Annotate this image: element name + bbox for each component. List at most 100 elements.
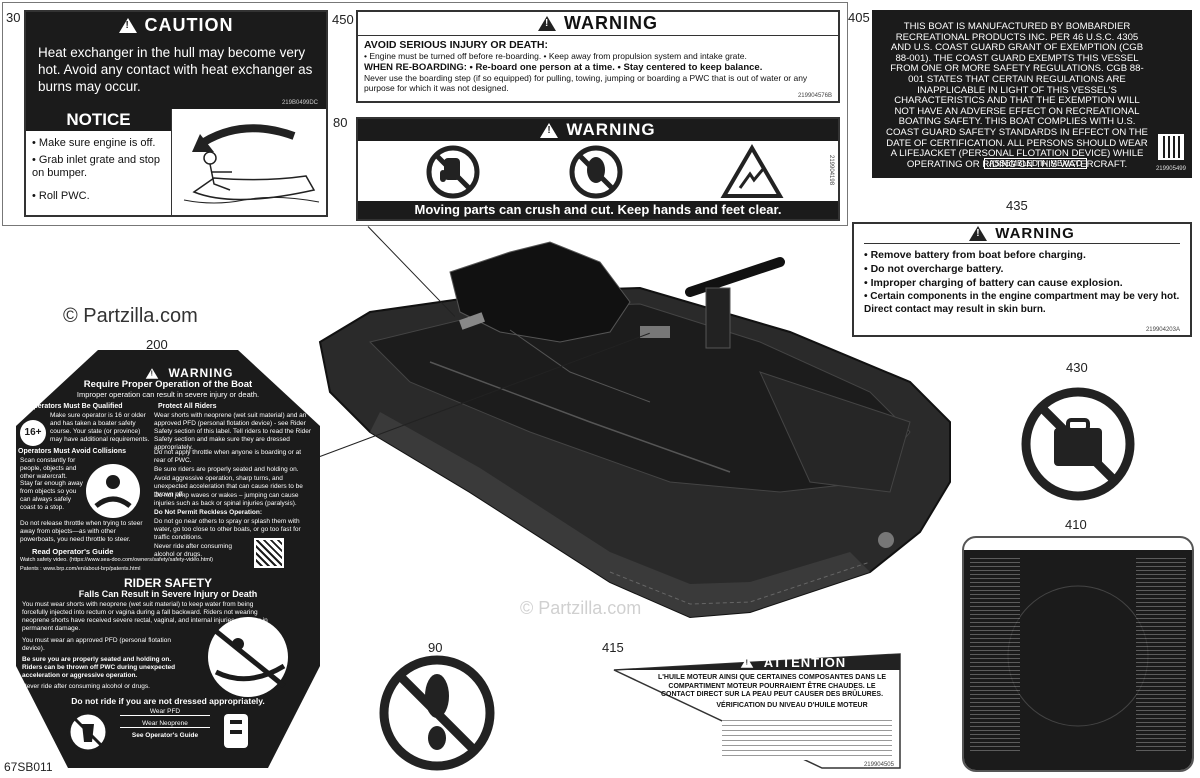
- notice-item: • Make sure engine is off.: [32, 137, 156, 149]
- warning-line: • Engine must be turned off before re-bo…: [364, 51, 747, 61]
- right-item: Be sure riders are properly seated and h…: [154, 466, 299, 473]
- caution-icon: [118, 17, 137, 33]
- callout-435: 435: [1006, 198, 1028, 213]
- no-hands-icon: [426, 145, 480, 199]
- qr-code: [1158, 134, 1184, 160]
- decal-435: WARNING • Remove battery from boat befor…: [852, 222, 1192, 337]
- rider-item: You must wear shorts with neoprene (wet …: [22, 601, 268, 632]
- decal-450: WARNING AVOID SERIOUS INJURY OR DEATH: •…: [356, 10, 840, 103]
- warning-line: AVOID SERIOUS INJURY OR DEATH:: [364, 39, 548, 51]
- attention-code: 219904505: [863, 762, 894, 768]
- warning-title: WARNING: [566, 120, 656, 139]
- rider-subtitle: Falls Can Result in Severe Injury or Dea…: [78, 589, 258, 599]
- collision-illustration: [86, 464, 140, 518]
- ref-code: 67SB011: [4, 760, 53, 774]
- warning-title: WARNING: [168, 366, 234, 380]
- no-feet-icon: [569, 145, 623, 199]
- warning-icon: [538, 16, 556, 31]
- rider-footer: Do not ride if you are not dressed appro…: [71, 696, 265, 706]
- exemption-text: THIS BOAT IS MANUFACTURED BY BOMBARDIER …: [886, 21, 1148, 170]
- decal-410-shape: [964, 550, 1192, 770]
- age-badge: 16+: [20, 420, 46, 446]
- warning-icon: [145, 367, 158, 379]
- decal-90-no-step-sign: [379, 655, 495, 771]
- decal-30: CAUTION Heat exchanger in the hull may b…: [24, 10, 328, 217]
- watermark: © Partzilla.com: [520, 598, 642, 618]
- right-item: Do not apply throttle when anyone is boa…: [154, 449, 302, 464]
- right-item: Do not go near others to spray or splash…: [154, 518, 301, 541]
- decal-415: ATTENTION L'HUILE MOTEUR AINSI QUE CERTA…: [612, 652, 902, 770]
- right-item: Avoid aggressive operation, sharp turns,…: [154, 475, 303, 498]
- caution-code: 219B0499DC: [281, 100, 318, 106]
- fine-print-left: [970, 558, 1020, 754]
- notice-item: • Roll PWC.: [32, 190, 90, 202]
- right-heading: Protect All Riders: [158, 403, 217, 410]
- decal-group-frame: [2, 2, 848, 226]
- decal-200: WARNING Require Proper Operation of the …: [8, 348, 328, 770]
- watercraft-illustration: [318, 241, 951, 619]
- warning-title: WARNING: [995, 225, 1075, 242]
- attention-icon: [740, 656, 754, 668]
- assembled-label: ASSEMBLED IN MEXICO: [984, 158, 1087, 169]
- warning-item: • Do not overcharge battery.: [864, 263, 1004, 275]
- decal-405: THIS BOAT IS MANUFACTURED BY BOMBARDIER …: [872, 10, 1192, 178]
- title-fr: AVERTISSEMENT: [1100, 542, 1168, 551]
- rider-item: Be sure you are properly seated and hold…: [22, 656, 176, 679]
- warning-code: 219904203A: [1145, 327, 1180, 333]
- fine-print-right: [1136, 558, 1186, 754]
- patents: Patents : www.brp.com/en/about-brp/paten…: [20, 566, 141, 572]
- title-en: WARNING: [992, 542, 1031, 551]
- right-item: Wear shorts with neoprene (wet suit mate…: [154, 412, 312, 451]
- warning-icon: [969, 226, 988, 241]
- right-item: Never ride after consuming alcohol or dr…: [154, 543, 233, 558]
- side-code: 219904198: [828, 155, 834, 186]
- caution-title: CAUTION: [144, 14, 234, 35]
- warning-item: • Remove battery from boat before chargi…: [864, 249, 1086, 261]
- collisions-heading: Operators Must Avoid Collisions: [18, 448, 126, 455]
- callout-415: 415: [602, 640, 624, 655]
- see-guide-label: See Operator's Guide: [131, 732, 199, 739]
- notice-item: • Grab inlet grate and stop on bumper.: [32, 154, 160, 179]
- guide-heading: Read Operator's Guide: [32, 547, 114, 556]
- attention-line: VÉRIFICATION DU NIVEAU D'HUILE MOTEUR: [716, 702, 868, 709]
- crush-hazard-icon: [720, 144, 784, 198]
- callout-430: 430: [1066, 360, 1088, 375]
- guide-sub: Watch safety video. (https://www.sea-doo…: [20, 557, 213, 563]
- watermark: © Partzilla.com: [63, 305, 198, 327]
- callout-80: 80: [333, 115, 348, 130]
- decal-410: WARNING AVERTISSEMENT: [962, 536, 1194, 772]
- collisions-item: Stay far enough away from objects so you…: [20, 480, 83, 511]
- swimsuit-no-icon: [67, 711, 109, 753]
- rider-title: RIDER SAFETY: [123, 576, 212, 590]
- attention-fine-print: [722, 716, 892, 760]
- warning-line: Never use the boarding step (if so equip…: [364, 72, 808, 93]
- left-text: Make sure operator is 16 or older and ha…: [50, 412, 150, 443]
- callout-200: 200: [146, 337, 168, 352]
- warning-icon: [540, 122, 559, 138]
- warning-code: 219904576B: [797, 93, 832, 99]
- decal-80: WARNING 219904198 Moving parts can crush…: [356, 117, 840, 221]
- warning-subtitle-2: Improper operation can result in severe …: [76, 390, 260, 399]
- warning-line: WHEN RE-BOARDING: • Re-board one person …: [364, 61, 763, 73]
- rider-item: Never ride after consuming alcohol or dr…: [22, 683, 150, 690]
- collisions-item: Scan constantly for people, objects and …: [20, 457, 77, 480]
- warning-footer: Moving parts can crush and cut. Keep han…: [358, 201, 838, 219]
- right-item: Do not jump waves or wakes – jumping can…: [154, 492, 299, 507]
- qr-code: [254, 538, 284, 568]
- warning-subtitle: Require Proper Operation of the Boat: [83, 379, 253, 390]
- attention-line: L'HUILE MOTEUR AINSI QUE CERTAINES COMPO…: [657, 674, 886, 698]
- callout-405: 405: [848, 10, 870, 25]
- callout-30: 30: [6, 10, 21, 25]
- callout-90: 90: [428, 640, 443, 655]
- warning-item: • Certain components in the engine compa…: [864, 291, 1180, 315]
- fall-illustration: [208, 617, 288, 697]
- exemption-code: 219905499: [1155, 166, 1186, 172]
- wear-neoprene-label: Wear Neoprene: [120, 720, 210, 728]
- callout-410: 410: [1065, 517, 1087, 532]
- warning-item: • Improper charging of battery can cause…: [864, 277, 1123, 289]
- attention-title: ATTENTION: [763, 654, 847, 670]
- left-heading: Operators Must Be Qualified: [28, 403, 123, 410]
- rider-item: You must wear an approved PFD (personal …: [22, 637, 171, 652]
- right-item: Do Not Permit Reckless Operation:: [154, 509, 262, 516]
- wear-pfd-label: Wear PFD: [120, 708, 210, 716]
